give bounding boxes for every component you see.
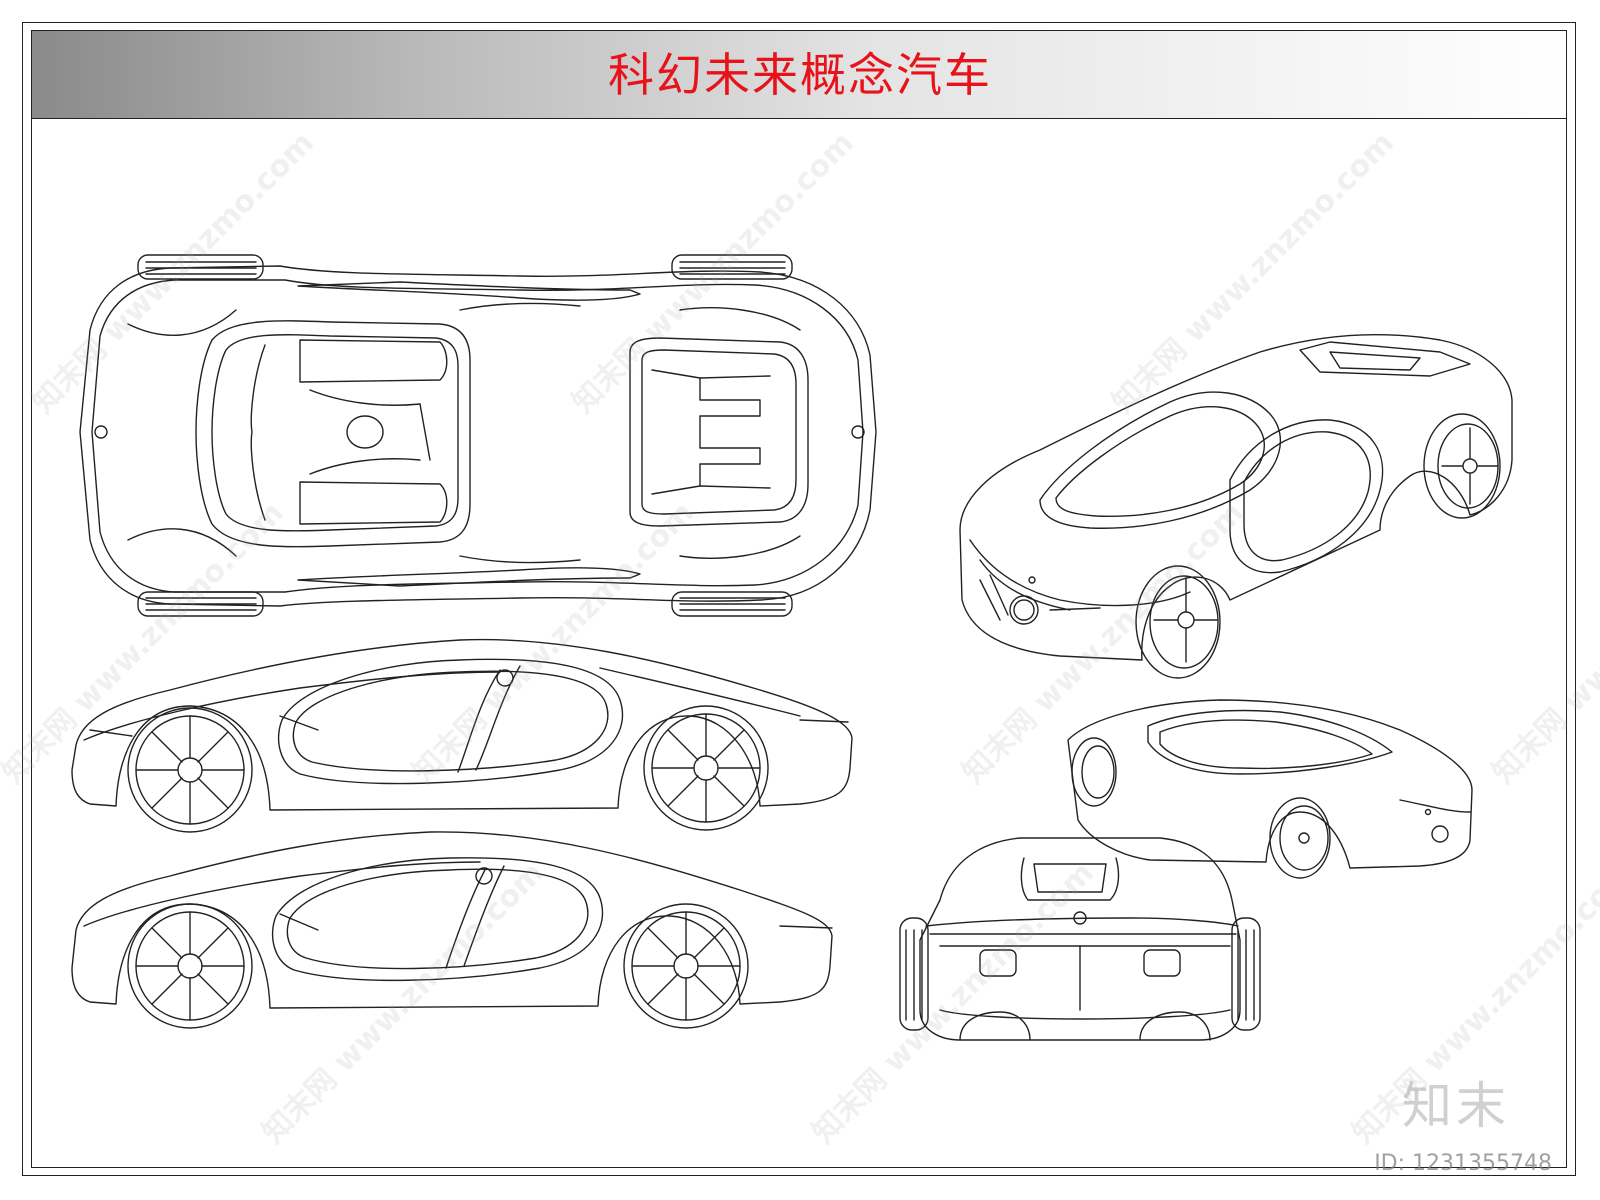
image-id: ID: 1231355748 [1374, 1151, 1552, 1176]
title-band [32, 31, 1566, 119]
outer-border [22, 22, 1576, 1176]
side-view-left [71, 638, 853, 833]
top-view [79, 254, 877, 617]
perspective-view-rear [1067, 699, 1473, 879]
side-view-right [71, 831, 833, 1029]
brand-logo: 知末 [1402, 1077, 1510, 1135]
sheet-title: 科幻未来概念汽车 [608, 48, 992, 102]
inner-border [31, 30, 1567, 1168]
perspective-view-front [959, 333, 1513, 679]
rear-view [899, 837, 1261, 1041]
